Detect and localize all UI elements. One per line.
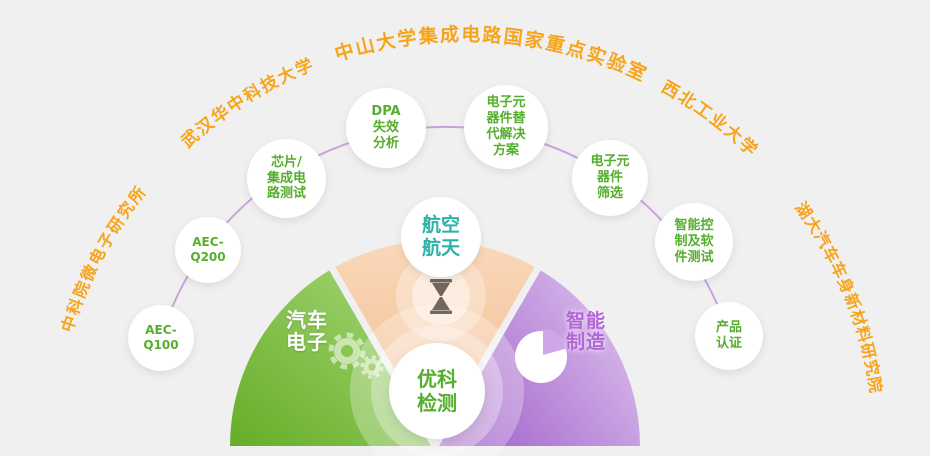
institution-ime-cas-text: 中科院微电子研究所 <box>58 182 149 335</box>
gears-icon <box>328 332 384 379</box>
institution-nwpu: 西北工业大学 <box>658 77 763 161</box>
pie-chart-icon <box>515 329 568 383</box>
sector-label-aerospace: 航空 航天 <box>401 197 481 277</box>
service-chip-ic-testing: 芯片/ 集成电 路测试 <box>247 139 326 218</box>
sector-label-automotive: 汽车 电子 <box>286 308 328 355</box>
institution-ime-cas: 中科院微电子研究所 <box>58 182 151 335</box>
service-product-certification: 产品 认证 <box>695 302 763 370</box>
institution-hnu-institute: 湖大汽车车身新材料研究院 <box>791 199 885 396</box>
institution-hnu-institute-text: 湖大汽车车身新材料研究院 <box>791 199 884 396</box>
service-dpa-failure-analysis: DPA 失效 分析 <box>346 88 426 168</box>
service-component-replacement: 电子元 器件替 代解决 方案 <box>464 85 548 169</box>
service-aec-q100: AEC- Q100 <box>128 305 194 371</box>
service-control-software-testing: 智能控 制及软 件测试 <box>655 203 733 281</box>
service-component-screening: 电子元 器件 筛选 <box>572 140 648 216</box>
institution-hust-text: 武汉华中科技大学 <box>177 54 316 152</box>
service-aec-q200: AEC- Q200 <box>175 217 241 283</box>
sector-label-manufacturing: 智能 制造 <box>566 310 607 354</box>
institution-nwpu-text: 西北工业大学 <box>658 77 761 161</box>
institution-sysu-lab: 中山大学集成电路国家重点实验室 <box>332 23 652 87</box>
institution-sysu-lab-text: 中山大学集成电路国家重点实验室 <box>332 23 650 87</box>
institution-hust: 武汉华中科技大学 <box>177 54 318 152</box>
center-brand-circle: 优科 检测 <box>389 343 485 439</box>
hourglass-icon <box>430 279 452 314</box>
